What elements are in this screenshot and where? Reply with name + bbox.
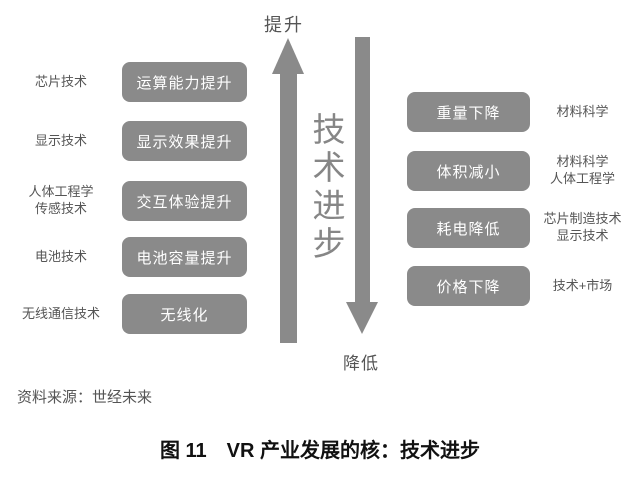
left-row-battery: 电池技术 电池容量提升: [0, 237, 260, 277]
right-row-label: 材料科学 人体工程学: [549, 154, 615, 186]
left-row-box: 运算能力提升: [122, 62, 247, 102]
center-axis-title: 技术进步: [308, 112, 345, 264]
right-row-power: 耗电降低 芯片制造技术 显示技术: [407, 208, 625, 248]
source-note: 资料来源：世经未来: [17, 389, 153, 406]
figure-caption: 图 11 VR 产业发展的核：技术进步: [159, 440, 481, 462]
left-row-box: 电池容量提升: [122, 237, 247, 277]
right-row-price: 价格下降 技术+市场: [407, 266, 625, 306]
right-row-weight: 重量下降 材料科学: [407, 92, 625, 132]
left-row-box: 交互体验提升: [122, 181, 247, 221]
up-arrow-shaft: [280, 72, 297, 343]
left-row-label: 无线通信技术: [21, 305, 100, 321]
arrow-up-label: 提升: [264, 15, 304, 35]
right-row-box: 体积减小: [407, 151, 530, 191]
right-row-box: 重量下降: [407, 92, 530, 132]
left-row-label: 人体工程学 传感技术: [28, 184, 94, 216]
down-arrow-icon: [346, 302, 378, 334]
left-row-chip: 芯片技术 运算能力提升: [0, 62, 260, 102]
left-row-display: 显示技术 显示效果提升: [0, 121, 260, 161]
left-row-label: 芯片技术: [34, 73, 87, 89]
left-row-wireless: 无线通信技术 无线化: [0, 294, 260, 334]
right-row-box: 价格下降: [407, 266, 530, 306]
right-row-label: 芯片制造技术 显示技术: [543, 211, 622, 243]
left-row-label: 显示技术: [34, 132, 87, 148]
down-arrow-shaft: [355, 37, 370, 302]
left-row-ergonomics: 人体工程学 传感技术 交互体验提升: [0, 181, 260, 221]
arrow-down-label: 降低: [343, 354, 379, 373]
left-row-label: 电池技术: [34, 248, 87, 264]
right-row-box: 耗电降低: [407, 208, 530, 248]
up-arrow-icon: [272, 38, 304, 74]
right-row-label: 技术+市场: [552, 277, 613, 293]
right-row-label: 材料科学: [556, 103, 609, 119]
right-row-volume: 体积减小 材料科学 人体工程学: [407, 151, 625, 191]
left-row-box: 显示效果提升: [122, 121, 247, 161]
left-row-box: 无线化: [122, 294, 247, 334]
